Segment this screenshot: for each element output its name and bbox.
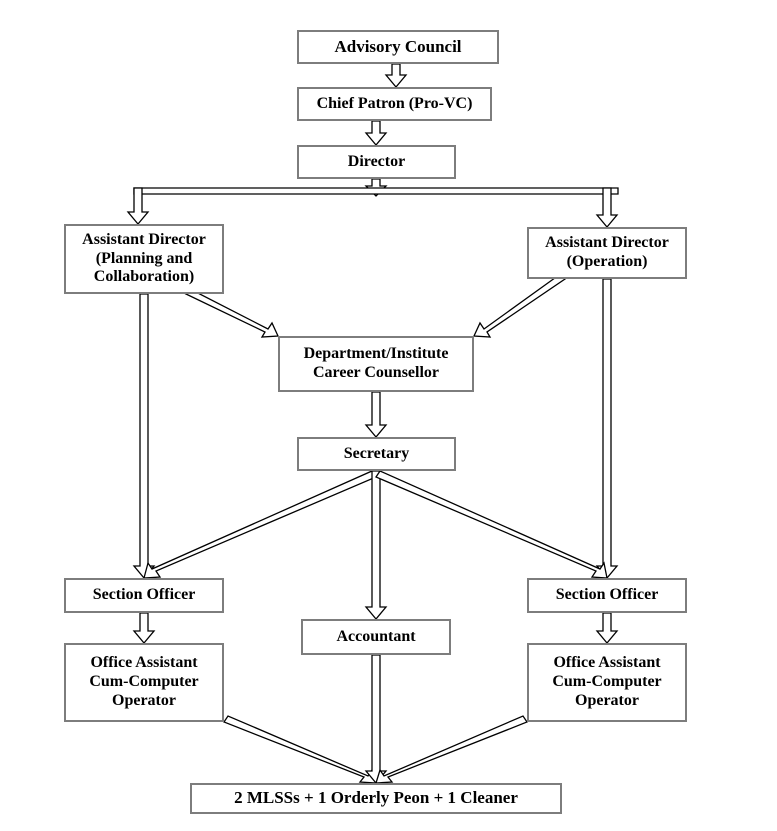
node-label: Secretary (343, 444, 410, 462)
node-section-officer-right[interactable]: Section Officer (527, 578, 687, 613)
node-office-assistant-left[interactable]: Office Assistant Cum-Computer Operator (64, 643, 224, 722)
connector-counsellor-to-secretary (364, 391, 388, 439)
connector-office-assistant-left-to-support-staff (223, 715, 377, 784)
node-support-staff[interactable]: 2 MLSSs + 1 Orderly Peon + 1 Cleaner (190, 783, 562, 814)
node-label: Director (347, 152, 406, 170)
node-label: Chief Patron (Pro-VC) (316, 94, 473, 112)
connector-section-officer-right-to-office-assistant-right (595, 612, 619, 645)
node-label: Assistant Director (Planning and Collabo… (82, 230, 206, 286)
connector-ad-planning-to-section-officer-left (132, 293, 156, 580)
node-career-counsellor[interactable]: Department/Institute Career Counsellor (278, 336, 474, 392)
node-label: Advisory Council (334, 36, 462, 56)
connector-ad-operation-to-section-officer-right (595, 278, 619, 580)
node-secretary[interactable]: Secretary (297, 437, 456, 471)
connector-director-to-bus (364, 178, 388, 197)
node-advisory-council[interactable]: Advisory Council (297, 30, 499, 64)
connector-section-officer-left-to-office-assistant-left (132, 612, 156, 645)
node-label: Department/Institute Career Counsellor (303, 345, 449, 381)
node-director[interactable]: Director (297, 145, 456, 179)
node-label: Assistant Director (Operation) (545, 234, 669, 270)
connector-advisory-to-chief-patron (384, 63, 408, 89)
connector-bus-to-ad-planning (126, 187, 150, 226)
node-label: Section Officer (92, 586, 196, 604)
connector-chief-patron-to-director (364, 120, 388, 147)
node-label: 2 MLSSs + 1 Orderly Peon + 1 Cleaner (234, 788, 518, 808)
connector-ad-planning-to-counsellor (184, 289, 279, 338)
node-chief-patron[interactable]: Chief Patron (Pro-VC) (297, 87, 492, 121)
node-label: Office Assistant Cum-Computer Operator (552, 654, 662, 709)
node-section-officer-left[interactable]: Section Officer (64, 578, 224, 613)
node-accountant[interactable]: Accountant (301, 619, 451, 655)
node-assistant-director-operation[interactable]: Assistant Director (Operation) (527, 227, 687, 279)
connector-office-assistant-right-to-support-staff (375, 715, 528, 784)
node-label: Accountant (336, 627, 416, 645)
connector-accountant-to-support-staff (364, 654, 388, 785)
node-label: Section Officer (555, 586, 659, 604)
connector-secretary-to-accountant (364, 470, 388, 621)
connector-secretary-to-section-officer-left (143, 470, 377, 579)
node-assistant-director-planning[interactable]: Assistant Director (Planning and Collabo… (64, 224, 224, 294)
connector-ad-operation-to-counsellor (473, 274, 567, 338)
connector-secretary-to-section-officer-right (375, 470, 608, 579)
node-office-assistant-right[interactable]: Office Assistant Cum-Computer Operator (527, 643, 687, 722)
node-label: Office Assistant Cum-Computer Operator (89, 654, 199, 709)
connector-director-bus (133, 187, 619, 195)
connector-bus-to-ad-operation (595, 187, 619, 229)
